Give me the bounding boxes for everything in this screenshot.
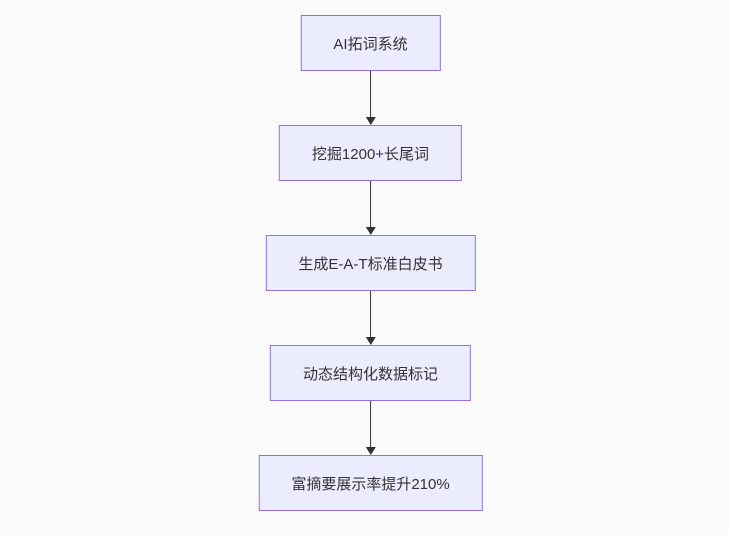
flow-node-step-3: 生成E-A-T标准白皮书	[265, 235, 476, 291]
arrow-line	[369, 71, 372, 119]
arrow-line	[369, 181, 372, 229]
flow-node-step-4: 动态结构化数据标记	[269, 345, 471, 401]
flow-arrow-step-2-to-step-3	[365, 181, 377, 235]
flow-node-step-1: AI拓词系统	[300, 15, 441, 71]
flowchart-column: AI拓词系统 挖掘1200+长尾词 生成E-A-T标准白皮书 动态结构化数据标记…	[258, 15, 483, 511]
flow-node-label: 挖掘1200+长尾词	[311, 145, 430, 163]
flow-node-label: AI拓词系统	[333, 35, 408, 53]
flow-node-step-2: 挖掘1200+长尾词	[278, 125, 463, 181]
flow-arrow-step-3-to-step-4	[365, 291, 377, 345]
arrow-head-icon	[365, 337, 376, 345]
arrow-head-icon	[365, 117, 376, 125]
arrow-line	[369, 291, 372, 339]
flow-node-label: 动态结构化数据标记	[302, 365, 438, 383]
flow-node-label: 生成E-A-T标准白皮书	[298, 255, 443, 273]
flow-arrow-step-4-to-step-5	[365, 401, 377, 455]
flow-node-label: 富摘要展示率提升210%	[291, 475, 450, 493]
arrow-head-icon	[365, 227, 376, 235]
flow-arrow-step-1-to-step-2	[365, 71, 377, 125]
arrow-head-icon	[365, 447, 376, 455]
arrow-line	[369, 401, 372, 449]
flow-node-step-5: 富摘要展示率提升210%	[258, 455, 483, 511]
